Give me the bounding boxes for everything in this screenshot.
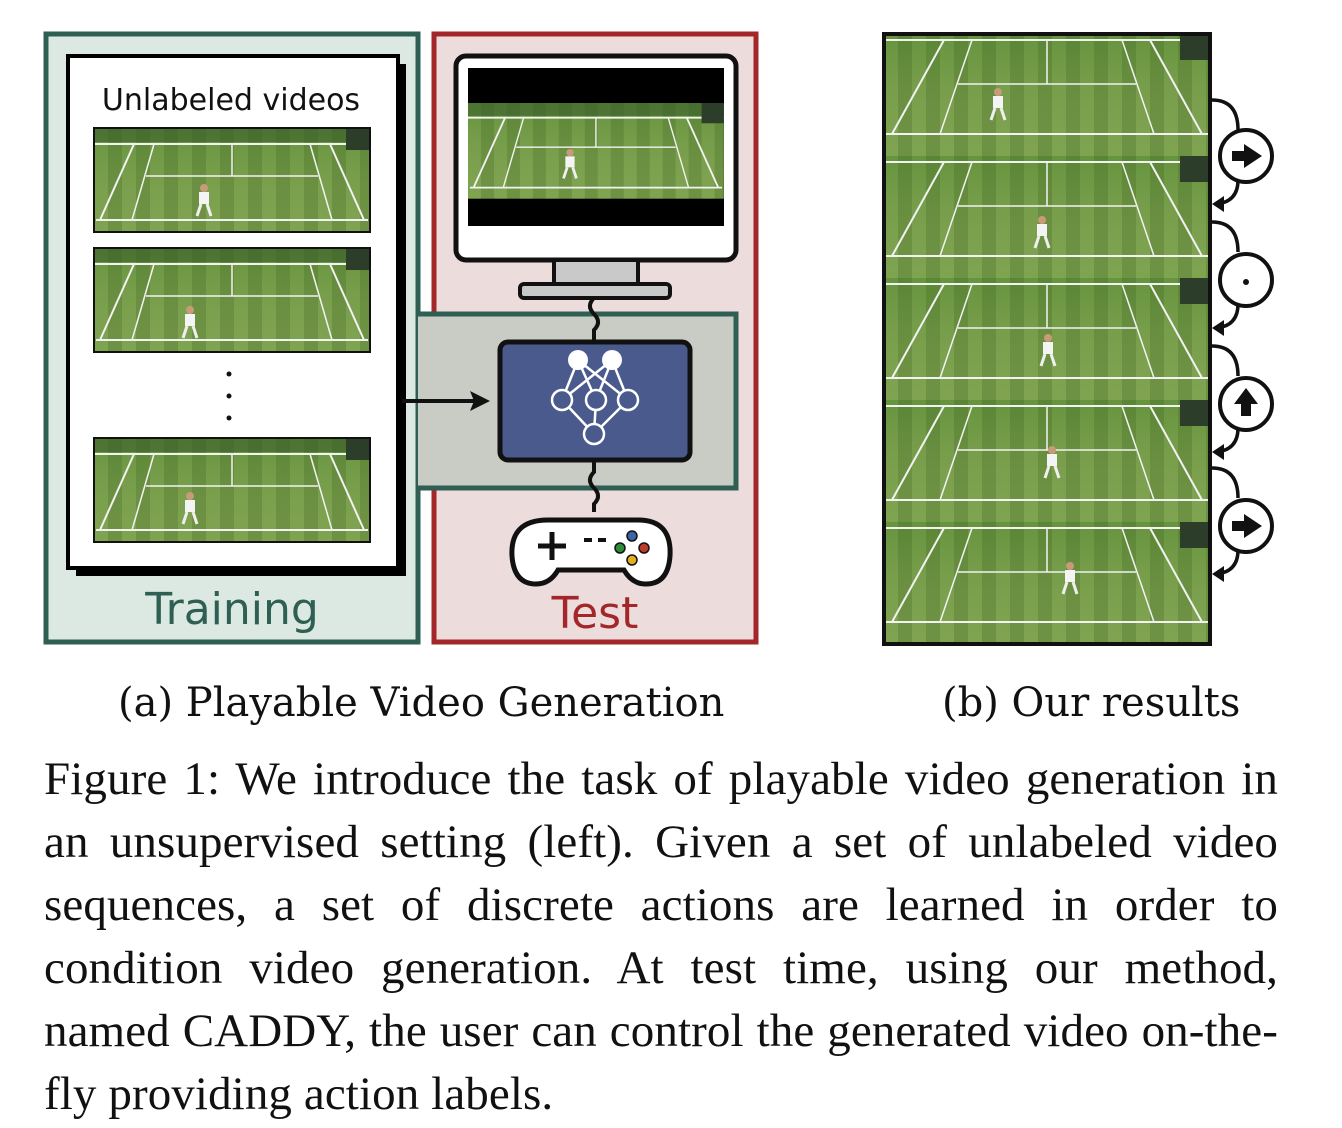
video-thumbnail xyxy=(93,437,371,543)
video-thumbnail xyxy=(93,127,371,233)
dot-icon xyxy=(1218,252,1274,308)
test-label: Test xyxy=(551,588,639,639)
video-thumbnail xyxy=(93,247,371,353)
figure-illustration: Unlabeled videos xyxy=(43,31,1274,646)
arrow-up-icon xyxy=(1218,376,1274,432)
subcaption-a: (a) Playable Video Generation xyxy=(118,680,725,726)
neural-network-icon xyxy=(497,339,693,463)
ellipsis-dots xyxy=(226,371,232,421)
arrow-right-icon xyxy=(1218,128,1274,184)
monitor-icon xyxy=(453,53,739,300)
unlabeled-videos-title: Unlabeled videos xyxy=(102,83,360,118)
figure-caption: Figure 1: We introduce the task of playa… xyxy=(44,753,1278,1120)
gamepad-icon xyxy=(509,517,673,587)
subcaption-b: (b) Our results xyxy=(942,680,1241,726)
arrow-right-icon xyxy=(1218,498,1274,554)
training-label: Training xyxy=(144,584,319,635)
arrow-right-icon xyxy=(402,391,490,411)
results-strip xyxy=(882,32,1212,646)
